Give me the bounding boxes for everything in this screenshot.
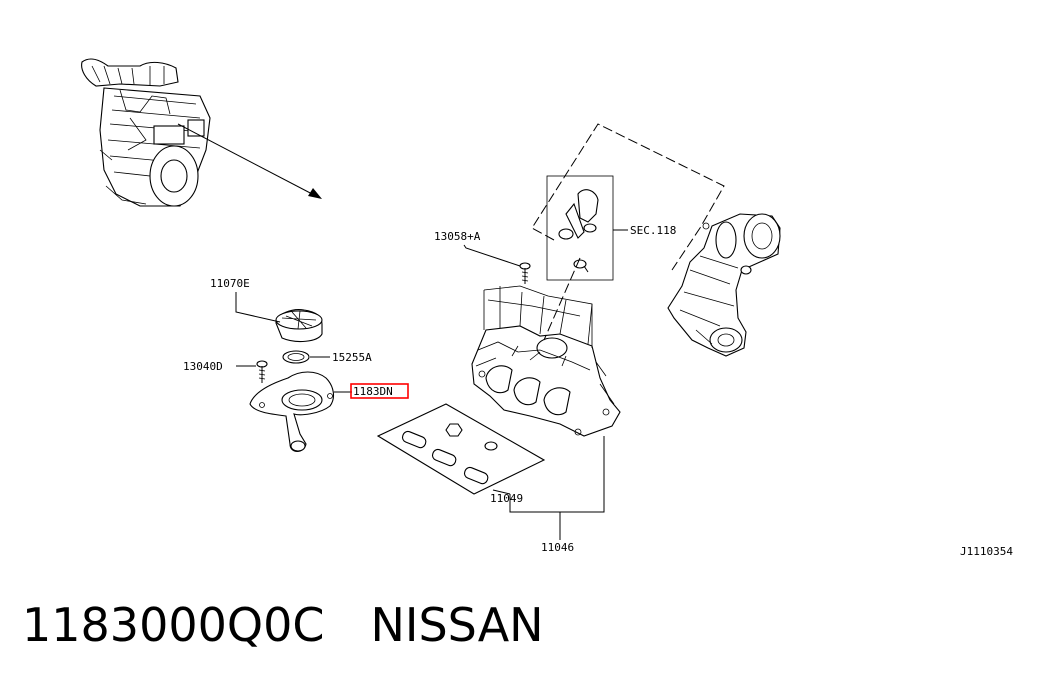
filler-neck-housing [249,371,335,453]
callout-1183DN: 1183DN [353,385,393,398]
bracket-11046 [509,436,605,513]
caption: 1183000Q0C NISSAN [22,598,590,652]
part-number: 1183000Q0C [22,598,325,652]
bolt-part-13058A [519,262,531,284]
engine-overview-illustration [81,58,211,207]
sec118-hose-detail [546,175,614,281]
reference-code: J1110354 [960,545,1013,558]
brand-name: NISSAN [370,598,544,652]
location-arrowhead [308,188,322,199]
oring-part-15255A [282,350,310,364]
cap-part-11070E [275,309,323,343]
sec118-dashed-route [531,123,725,271]
leader-11049 [492,489,511,495]
callout-13040D: 13040D [183,360,223,373]
callout-11046: 11046 [541,541,574,554]
callout-15255A: 15255A [332,351,372,364]
parts-diagram: 11070E 15255A 13040D 1183DN 13058+A [81,58,1013,558]
callout-11049: 11049 [490,492,523,505]
highlight-box [350,383,409,399]
throttle-duct-assembly [667,213,781,357]
sec118-dashed-drop [543,257,581,341]
bolt-part-13040D [256,360,268,383]
location-arrow [177,123,317,197]
callout-sec118: SEC.118 [630,224,676,237]
callout-11070E: 11070E [210,277,250,290]
intake-manifold [471,285,621,437]
leader-13058A [463,244,521,267]
callout-13058A: 13058+A [434,230,481,243]
gasket-part-11049 [376,403,546,495]
leader-11070E [235,292,281,323]
